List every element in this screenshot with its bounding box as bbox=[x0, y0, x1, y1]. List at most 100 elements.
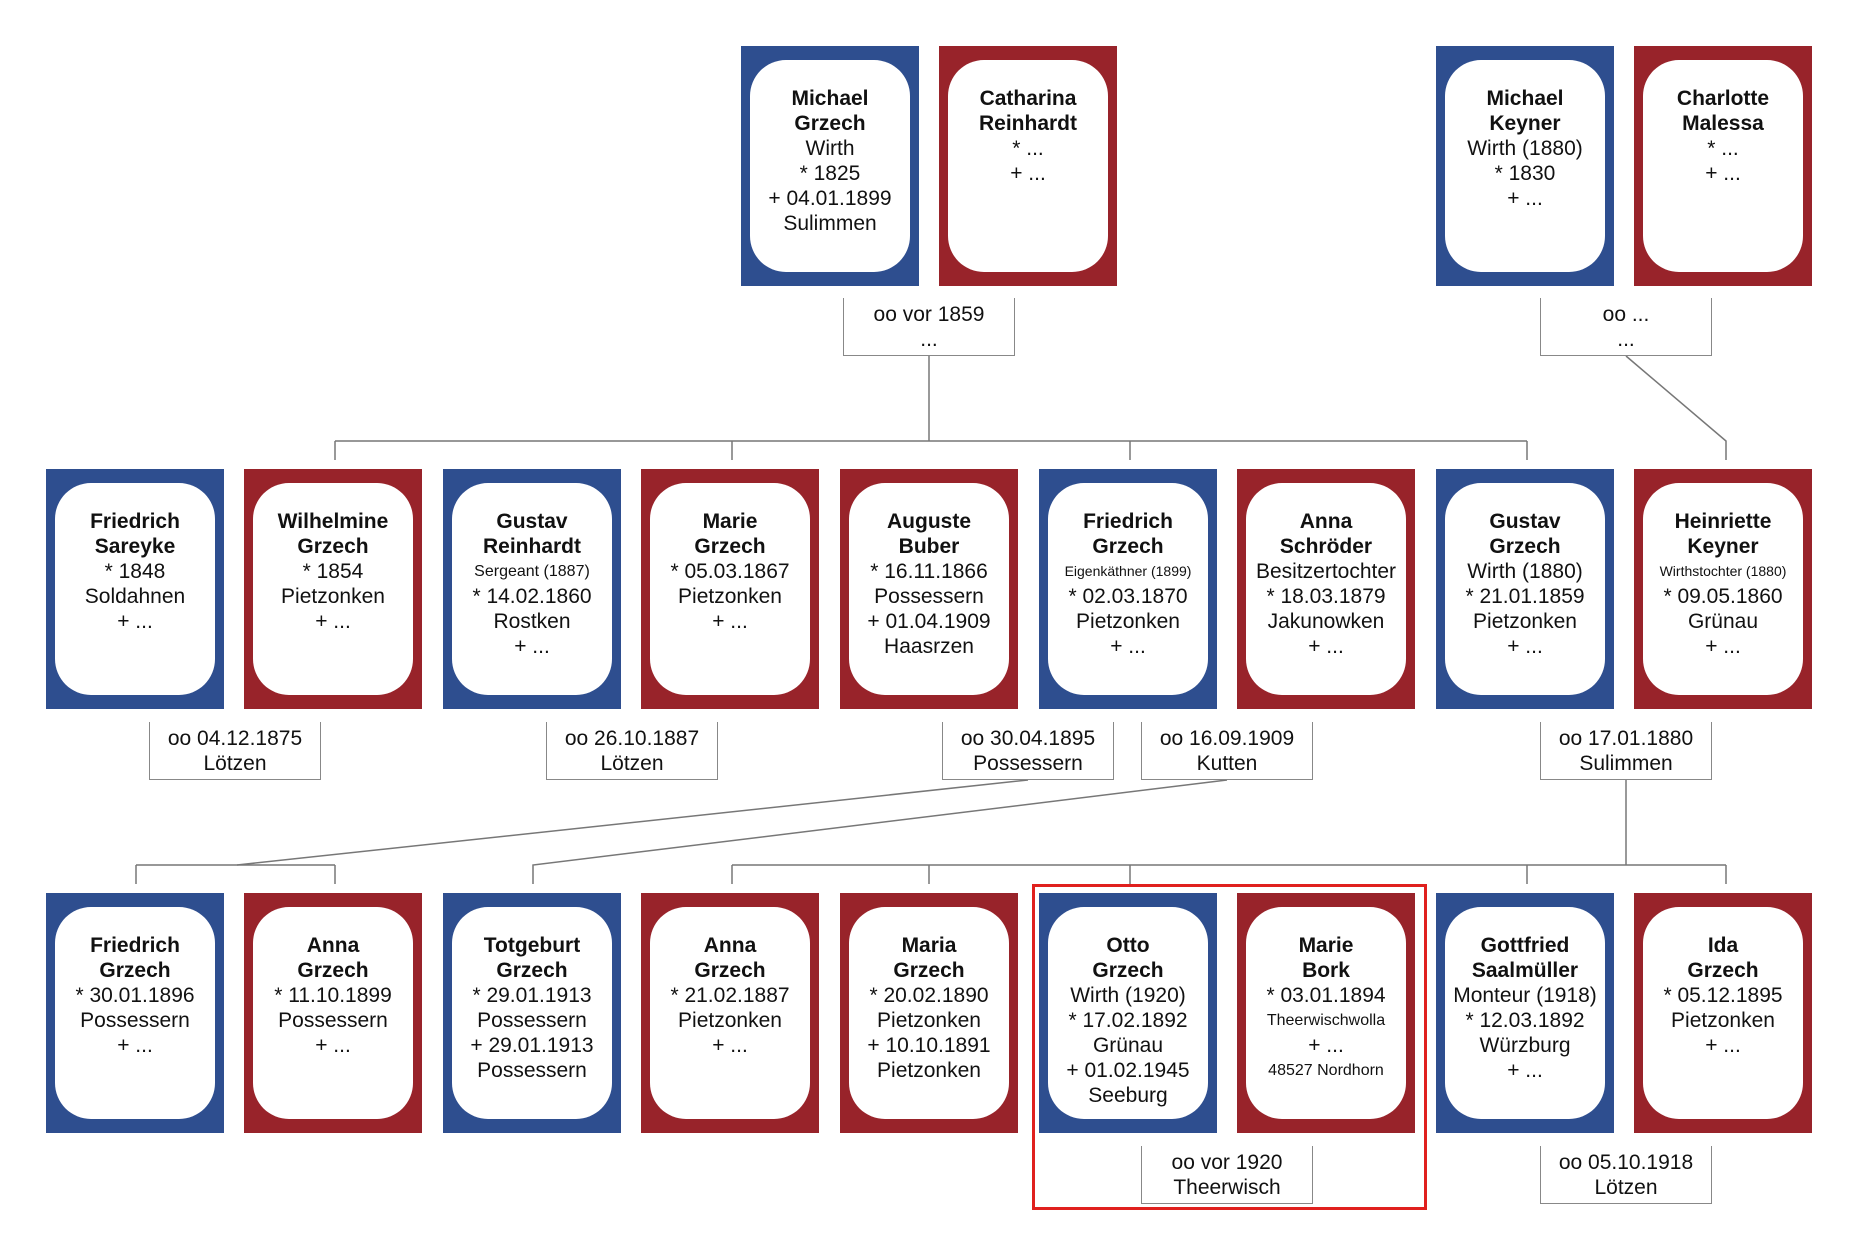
person-detail-line: Wirthstochter (1880) bbox=[1659, 563, 1787, 579]
person-detail-line: Haasrzen bbox=[884, 635, 974, 658]
person-name-line: Grzech bbox=[1489, 535, 1561, 558]
person-name-line: Grzech bbox=[1092, 535, 1164, 558]
person-name-line: Friedrich bbox=[90, 510, 180, 533]
person-detail-line: Pietzonken bbox=[1671, 1009, 1775, 1032]
person-detail-line: Pietzonken bbox=[678, 1009, 782, 1032]
person-name-line: Friedrich bbox=[90, 934, 180, 957]
person-detail-line: * 1825 bbox=[799, 162, 861, 185]
person-detail-line: + ... bbox=[315, 1034, 351, 1057]
person-detail-line: + ... bbox=[712, 610, 748, 633]
person-name-line: Michael bbox=[1486, 87, 1564, 110]
person-name-line: Anna bbox=[703, 934, 757, 957]
marriage-place: ... bbox=[920, 327, 938, 351]
person-name-line: Sareyke bbox=[94, 535, 176, 558]
person-detail-line: * 12.03.1892 bbox=[1465, 1009, 1585, 1032]
person-name-line: Ida bbox=[1707, 934, 1739, 957]
person-detail-line: + ... bbox=[712, 1034, 748, 1057]
person-detail-line: + ... bbox=[117, 610, 153, 633]
marriage-date: oo 05.10.1918 bbox=[1558, 1150, 1694, 1174]
marriage-place: Sulimmen bbox=[1579, 751, 1673, 775]
person-detail-line: * 11.10.1899 bbox=[274, 984, 392, 1007]
person-detail-line: * 30.01.1896 bbox=[75, 984, 195, 1007]
person-detail-line: + ... bbox=[514, 635, 550, 658]
person-name-line: Wilhelmine bbox=[277, 510, 389, 533]
person-detail-line: * 21.01.1859 bbox=[1465, 585, 1585, 608]
person-name-line: Grzech bbox=[694, 535, 766, 558]
connector-line bbox=[532, 779, 1228, 884]
connector-line bbox=[1625, 355, 1727, 460]
person-name-line: Marie bbox=[1298, 934, 1354, 957]
marriage-date: oo 16.09.1909 bbox=[1159, 726, 1295, 750]
person-detail-line: 48527 Nordhorn bbox=[1268, 1062, 1384, 1079]
person-detail-line: * 16.11.1866 bbox=[870, 560, 988, 583]
person-name-line: Friedrich bbox=[1083, 510, 1173, 533]
person-detail-line: Würzburg bbox=[1479, 1034, 1571, 1057]
marriage-box: oo 26.10.1887 Lötzen bbox=[546, 722, 718, 780]
person-name-line: Schröder bbox=[1279, 535, 1373, 558]
person-detail-line: * 21.02.1887 bbox=[670, 984, 790, 1007]
person-detail-line: Jakunowken bbox=[1267, 610, 1385, 633]
marriage-date: oo 17.01.1880 bbox=[1558, 726, 1694, 750]
marriage-date: oo ... bbox=[1602, 302, 1650, 326]
person-detail-line: + ... bbox=[117, 1034, 153, 1057]
marriage-box: oo 04.12.1875 Lötzen bbox=[149, 722, 321, 780]
person-detail-line: * 09.05.1860 bbox=[1663, 585, 1783, 608]
person-name-line: Grzech bbox=[496, 959, 568, 982]
person-detail-line: + ... bbox=[1507, 187, 1543, 210]
person-name-line: Totgeburt bbox=[483, 934, 581, 957]
person-name-line: Grzech bbox=[297, 535, 369, 558]
person-detail-line: * 05.03.1867 bbox=[670, 560, 790, 583]
person-name-line: Gustav bbox=[1489, 510, 1561, 533]
person-name-line: Keyner bbox=[1489, 112, 1561, 135]
person-name-line: Otto bbox=[1106, 934, 1150, 957]
person-detail-line: Pietzonken bbox=[281, 585, 385, 608]
person-detail-line: Theerwischwolla bbox=[1266, 1012, 1386, 1029]
person-detail-line: Soldahnen bbox=[84, 585, 186, 608]
person-name-line: Reinhardt bbox=[482, 535, 581, 558]
person-name-line: Auguste bbox=[887, 510, 971, 533]
person-detail-line: Rostken bbox=[493, 610, 571, 633]
person-name-line: Reinhardt bbox=[978, 112, 1077, 135]
marriage-box: oo 17.01.1880 Sulimmen bbox=[1540, 722, 1712, 780]
marriage-place: Lötzen bbox=[600, 751, 664, 775]
highlight-frame bbox=[1032, 884, 1427, 1210]
person-name-line: Keyner bbox=[1687, 535, 1759, 558]
person-detail-line: + 10.10.1891 bbox=[867, 1034, 991, 1057]
person-detail-line: Eigenkäthner (1899) bbox=[1064, 563, 1192, 579]
person-name-line: Grzech bbox=[694, 959, 766, 982]
marriage-date: oo 04.12.1875 bbox=[167, 726, 303, 750]
person-detail-line: Besitzertochter bbox=[1255, 560, 1397, 583]
marriage-place: Theerwisch bbox=[1173, 1175, 1281, 1199]
